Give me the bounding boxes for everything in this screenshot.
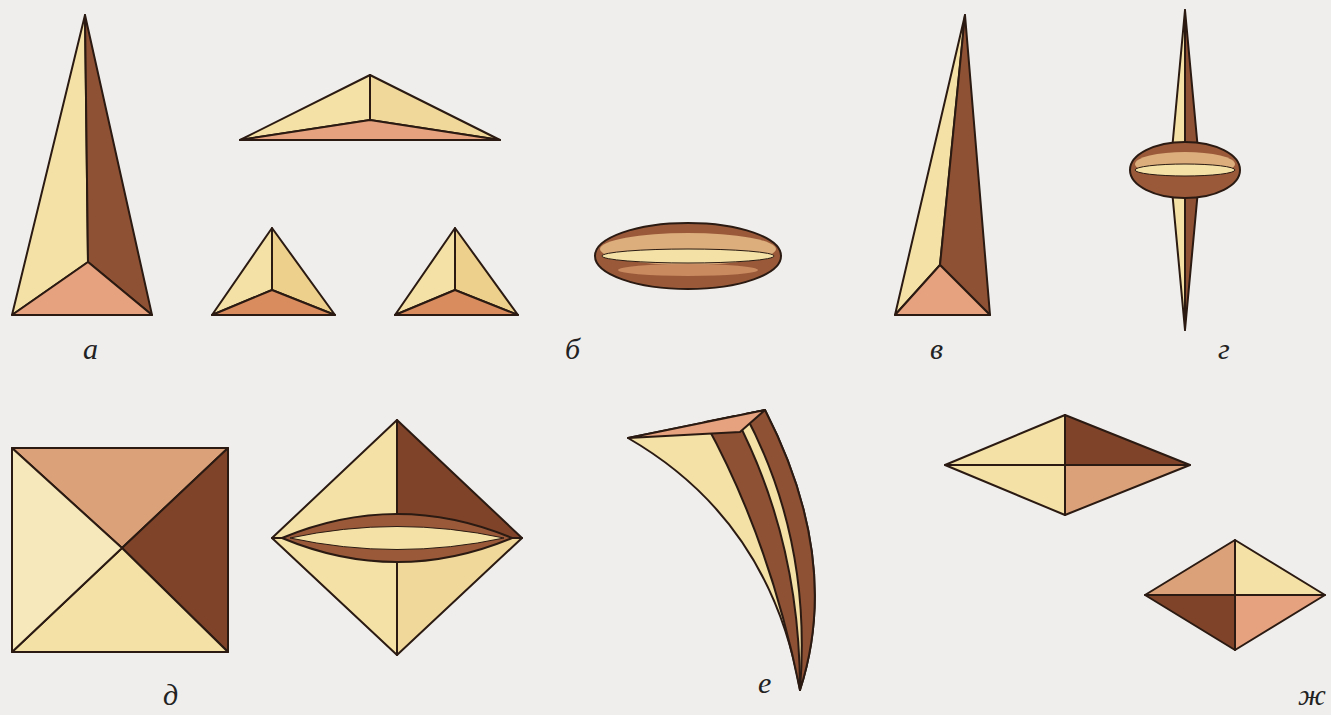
figure-letter: ж [1298, 680, 1326, 710]
figure-letter: в [930, 334, 943, 364]
pyramid-tall [12, 15, 152, 315]
octahedron [272, 420, 522, 655]
figure-letter: д [163, 680, 178, 710]
figure-letter: б [565, 334, 580, 364]
figure-letter: а [83, 334, 98, 364]
horn-crystal [628, 410, 815, 690]
lens-ellipse [595, 223, 781, 289]
figure-letter: е [758, 668, 771, 698]
star-crystal [1130, 10, 1240, 330]
square-pyramid-top [12, 448, 228, 652]
pyramid-tall [895, 15, 990, 315]
bipyramid [945, 415, 1325, 650]
pyramid-flat [240, 75, 500, 140]
figure-letter: г [1218, 334, 1230, 364]
pyramid-small [212, 228, 518, 315]
